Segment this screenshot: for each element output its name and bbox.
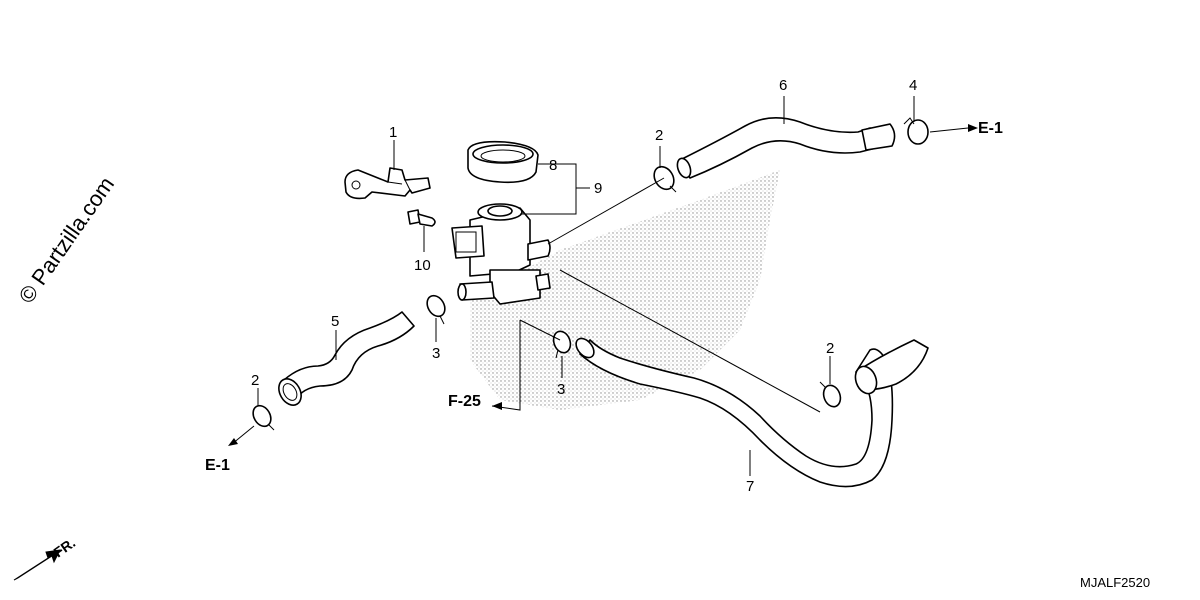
callout-2-right: 2 — [826, 340, 834, 357]
callout-3-left: 3 — [432, 345, 440, 362]
clamp-part-3-mid — [552, 330, 572, 359]
reference-e1-right: E-1 — [978, 120, 1003, 137]
bolt-part-10 — [407, 209, 436, 227]
callout-2-left: 2 — [251, 372, 259, 389]
rubber-mount-part-8 — [467, 140, 539, 184]
callout-5: 5 — [331, 313, 339, 330]
callout-9: 9 — [594, 180, 602, 197]
clamp-part-3-left — [426, 294, 446, 325]
callout-10: 10 — [414, 257, 431, 274]
callout-4: 4 — [909, 77, 917, 94]
callout-7: 7 — [746, 478, 754, 495]
callout-3-mid: 3 — [557, 381, 565, 398]
clamp-part-2-left — [252, 404, 275, 431]
hose-part-6 — [676, 117, 896, 179]
bracket-part-1 — [344, 167, 431, 200]
clamp-part-2-right — [819, 381, 842, 408]
diagram-code: MJALF2520 — [1080, 575, 1150, 590]
hose-part-7 — [575, 337, 929, 488]
callout-1: 1 — [389, 124, 397, 141]
air-injection-valve-part-9 — [451, 203, 551, 305]
watermark: © Partzilla.com — [14, 172, 120, 308]
front-direction-arrow: FR. — [13, 534, 78, 581]
callout-6: 6 — [779, 77, 787, 94]
callout-2-top: 2 — [655, 127, 663, 144]
clamp-part-4 — [903, 117, 929, 145]
leader-lines — [228, 96, 978, 476]
reference-f25: F-25 — [448, 393, 481, 410]
reference-e1-left: E-1 — [205, 457, 230, 474]
shadow-stipple — [470, 170, 780, 410]
callout-8: 8 — [549, 157, 557, 174]
hose-part-5 — [278, 311, 415, 406]
